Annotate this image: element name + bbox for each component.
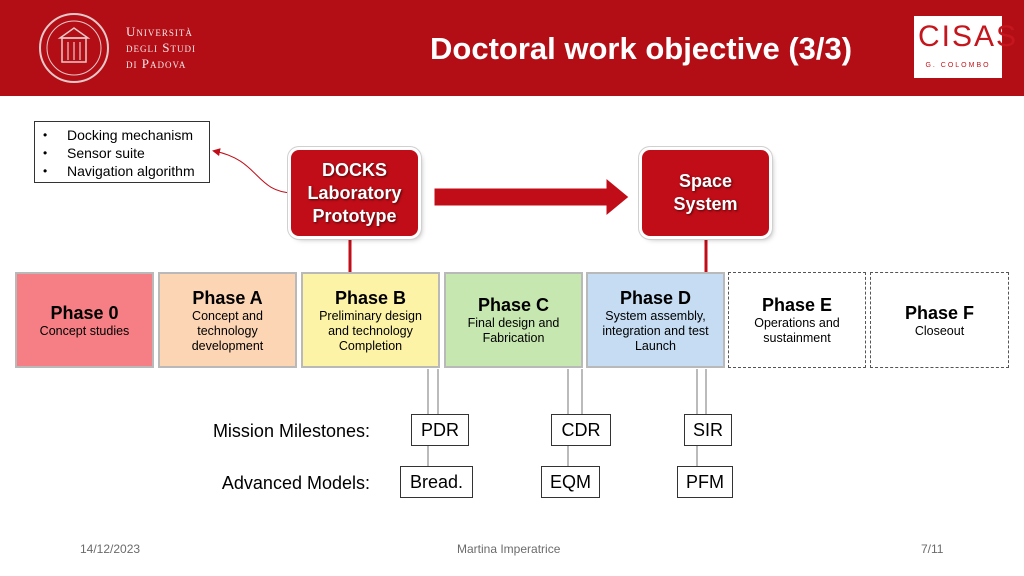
- milestone-guide-lines: [427, 369, 707, 466]
- phase-0-box: Phase 0 Concept studies: [15, 272, 154, 368]
- model-breadboard: Bread.: [400, 466, 473, 498]
- header-bar: Università degli Studi di Padova Doctora…: [0, 0, 1024, 96]
- milestone-pdr: PDR: [411, 414, 469, 446]
- docks-to-space-arrow: [433, 176, 630, 218]
- footer-page-number: 7/11: [921, 542, 944, 556]
- space-system-label: Space System: [673, 171, 738, 214]
- phase-description: Preliminary design and technology Comple…: [319, 308, 422, 353]
- phase-description: Operations and sustainment: [754, 316, 840, 345]
- university-name-line-2: degli Studi: [126, 40, 196, 55]
- footer-author: Martina Imperatrice: [457, 542, 561, 556]
- subsystem-item: Navigation algorithm: [35, 162, 209, 180]
- phase-name: Phase B: [334, 287, 407, 308]
- subsystem-item: Docking mechanism: [35, 126, 209, 144]
- subsystem-item: Sensor suite: [35, 144, 209, 162]
- footer-date: 14/12/2023: [80, 542, 141, 556]
- phase-c-box: Phase C Final design and Fabrication: [444, 272, 583, 368]
- milestone-sir: SIR: [684, 414, 732, 446]
- phase-description: System assembly, integration and test La…: [602, 308, 709, 353]
- advanced-models-label: Advanced Models:: [221, 473, 370, 493]
- milestone-cdr: CDR: [551, 414, 611, 446]
- subsystems-list-box: Docking mechanism Sensor suite Navigatio…: [34, 121, 210, 183]
- phase-f-box: Phase F Closeout: [870, 272, 1009, 368]
- phase-name: Phase C: [477, 295, 550, 315]
- university-seal-icon: [39, 13, 109, 83]
- phase-description: Concept studies: [39, 323, 130, 338]
- phase-a-box: Phase A Concept and technology developme…: [158, 272, 297, 368]
- phase-name: Phase 0: [50, 302, 119, 323]
- phase-name: Phase E: [761, 295, 833, 315]
- space-system-box: Space System: [642, 150, 769, 236]
- phase-b-box: Phase B Preliminary design and technolog…: [301, 272, 440, 368]
- phase-description: Closeout: [914, 323, 965, 338]
- phase-e-box: Phase E Operations and sustainment: [728, 272, 866, 368]
- phase-name: Phase A: [192, 287, 263, 308]
- phase-d-box: Phase D System assembly, integration and…: [586, 272, 725, 368]
- mission-milestones-label: Mission Milestones:: [212, 421, 370, 441]
- docks-prototype-box: DOCKS Laboratory Prototype: [291, 150, 418, 236]
- phase-name: Phase D: [619, 287, 692, 308]
- model-eqm: EQM: [541, 466, 600, 498]
- cisas-logo: CISAS G. COLOMBO: [914, 16, 1016, 78]
- docks-prototype-label: DOCKS Laboratory Prototype: [307, 159, 402, 226]
- university-name-line-1: Università: [126, 24, 193, 39]
- model-pfm: PFM: [677, 466, 733, 498]
- phase-description: Concept and technology development: [191, 308, 264, 353]
- phase-description: Final design and Fabrication: [467, 316, 560, 345]
- university-name-line-3: di Padova: [126, 56, 187, 71]
- university-name: Università degli Studi di Padova: [126, 24, 196, 72]
- cisas-logo-subtext: G. COLOMBO: [925, 62, 991, 69]
- subsystems-connector: [212, 148, 294, 194]
- slide-title: Doctoral work objective (3/3): [430, 31, 853, 66]
- phase-name: Phase F: [904, 302, 975, 323]
